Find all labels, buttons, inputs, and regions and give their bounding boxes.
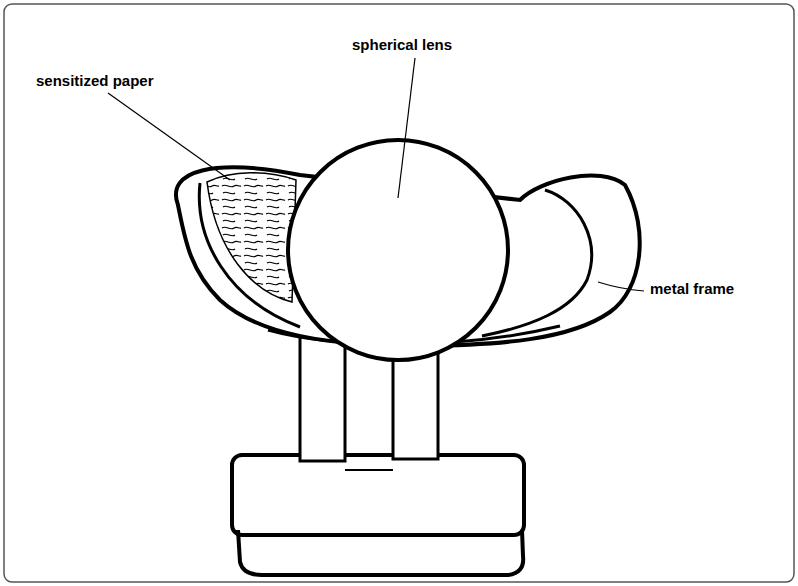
callout-label: metal frame (648, 280, 736, 298)
sensitized-paper (207, 173, 296, 302)
outer-border (4, 4, 794, 582)
stand-base (232, 455, 524, 535)
stand-post (300, 335, 345, 461)
spherical-lens (288, 140, 508, 360)
base-lip (238, 530, 523, 575)
leader-line (598, 282, 644, 291)
callout-label: spherical lens (350, 36, 454, 54)
callout-label: sensitized paper (34, 72, 156, 90)
leader-line (398, 58, 415, 198)
post-crossbar (345, 469, 393, 471)
leader-line (108, 93, 230, 180)
